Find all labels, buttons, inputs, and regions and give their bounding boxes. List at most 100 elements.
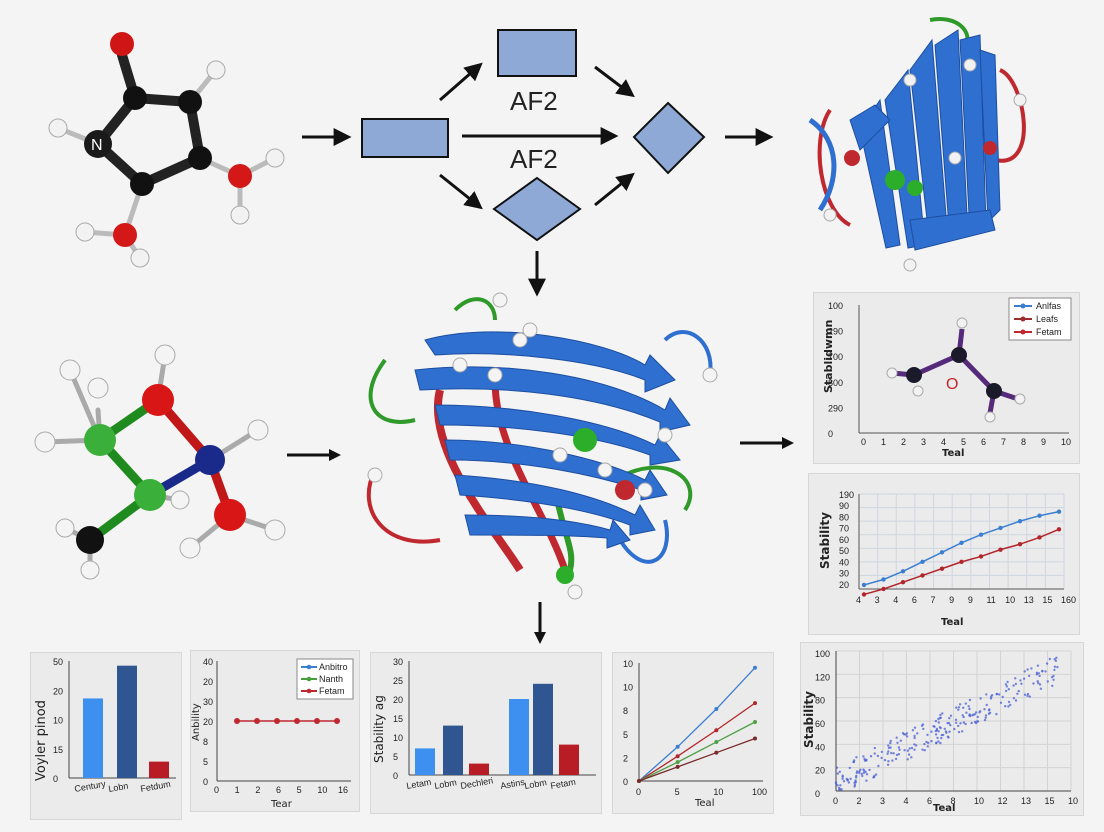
scatter-point — [962, 721, 965, 724]
scatter-point — [925, 740, 928, 744]
scatter-point — [1006, 680, 1009, 684]
series-point-0 — [1017, 518, 1023, 524]
scatter-point — [957, 724, 960, 728]
scatter-point — [962, 715, 965, 719]
tick-label: 10 — [393, 733, 403, 743]
series-point-0 — [881, 577, 886, 582]
scatter-point — [1052, 678, 1055, 681]
tick-label: 0 — [636, 787, 641, 797]
scatter-point — [1027, 674, 1031, 678]
tick-label: 8 — [1021, 437, 1026, 447]
scatter-point — [855, 774, 858, 778]
scatter-point — [913, 734, 916, 738]
tick-label: 290 — [828, 403, 843, 413]
scatter-point — [968, 707, 971, 711]
scatter-point — [961, 730, 964, 733]
scatter-point — [1017, 689, 1020, 693]
scatter-point — [892, 752, 895, 755]
scatter-point — [911, 729, 915, 732]
arrow-mol-to-protein — [287, 449, 341, 461]
scatter-point — [1038, 683, 1042, 686]
af2-top-label: AF2 — [510, 86, 558, 116]
tick-label: 80 — [839, 512, 849, 522]
scatter-point — [934, 719, 938, 723]
scatter-point — [935, 727, 939, 731]
small-protein-structure — [808, 17, 1027, 272]
tick-label: 40 — [839, 557, 849, 567]
scatter-point — [913, 748, 916, 751]
legend-label: Anlfas — [1036, 301, 1062, 311]
scatter-point — [838, 770, 841, 773]
x-axis-label: Teal — [933, 803, 955, 814]
scatter-point — [1026, 692, 1030, 696]
series-point-1 — [998, 547, 1003, 552]
bar — [117, 665, 137, 778]
scatter-point — [855, 756, 858, 759]
scatter-point — [1044, 670, 1047, 673]
scatter-point — [939, 741, 942, 745]
scatter-point — [1023, 670, 1026, 673]
series-point — [294, 718, 300, 724]
scatter-point — [889, 741, 892, 745]
scatter-point — [973, 720, 977, 724]
series-point-1 — [959, 559, 964, 565]
scatter-point — [858, 770, 861, 773]
scatter-point — [990, 695, 993, 698]
tick-label: 120 — [815, 672, 830, 682]
scatter-point — [1050, 676, 1054, 679]
series-point-0 — [1037, 513, 1042, 518]
scatter-point — [930, 740, 933, 743]
x-axis-label: Teal — [941, 617, 963, 628]
scatter-point — [971, 714, 974, 717]
scatter-point — [913, 736, 916, 740]
tick-label: 25 — [393, 676, 403, 686]
y-axis-label: Stablidwmn — [822, 320, 835, 393]
scatter-point — [995, 712, 998, 716]
tick-label: 20 — [203, 717, 213, 727]
tick-label: 3 — [875, 595, 880, 605]
scatter-point — [1004, 689, 1008, 693]
scatter-point — [855, 770, 859, 773]
scatter-point — [973, 713, 977, 716]
scatter-point — [1014, 699, 1018, 702]
legend-label: Nanth — [319, 674, 343, 684]
af2-mid-label: AF2 — [510, 144, 558, 174]
scatter-point — [1014, 682, 1018, 686]
scatter-point — [941, 712, 944, 715]
scatter-point — [1054, 659, 1058, 662]
scatter-point — [1036, 680, 1039, 683]
tick-label: 6 — [927, 796, 932, 806]
tick-label: 800 — [828, 378, 843, 388]
scatter-point — [906, 758, 909, 761]
x-axis-label: Teal — [942, 448, 964, 459]
series-point-1 — [881, 586, 886, 592]
overlay-hydrogen — [984, 411, 996, 423]
scatter-point — [1009, 703, 1012, 707]
scatter-point — [853, 781, 856, 785]
series-point — [274, 718, 280, 724]
series-point-1 — [900, 580, 906, 585]
tick-label: 0 — [53, 774, 58, 784]
af2-flow-diagram: AF2 AF2 — [302, 29, 774, 297]
category-label: Lobm — [434, 777, 458, 791]
tick-label: 5 — [297, 785, 302, 795]
scatter-point — [953, 727, 956, 731]
scatter-point — [985, 693, 988, 696]
scatter-point — [907, 753, 911, 756]
scatter-point — [860, 772, 863, 776]
tick-label: 10 — [974, 796, 984, 806]
scatter-point — [954, 718, 958, 721]
scatter-point — [880, 756, 883, 760]
scatter-point — [842, 780, 846, 783]
scatter-point — [1023, 693, 1027, 696]
scatter-point — [877, 764, 880, 768]
tick-label: 0 — [214, 785, 219, 795]
x-axis-label: Teal — [694, 798, 714, 809]
scatter-point — [901, 732, 905, 735]
scatter-point — [1005, 685, 1009, 688]
